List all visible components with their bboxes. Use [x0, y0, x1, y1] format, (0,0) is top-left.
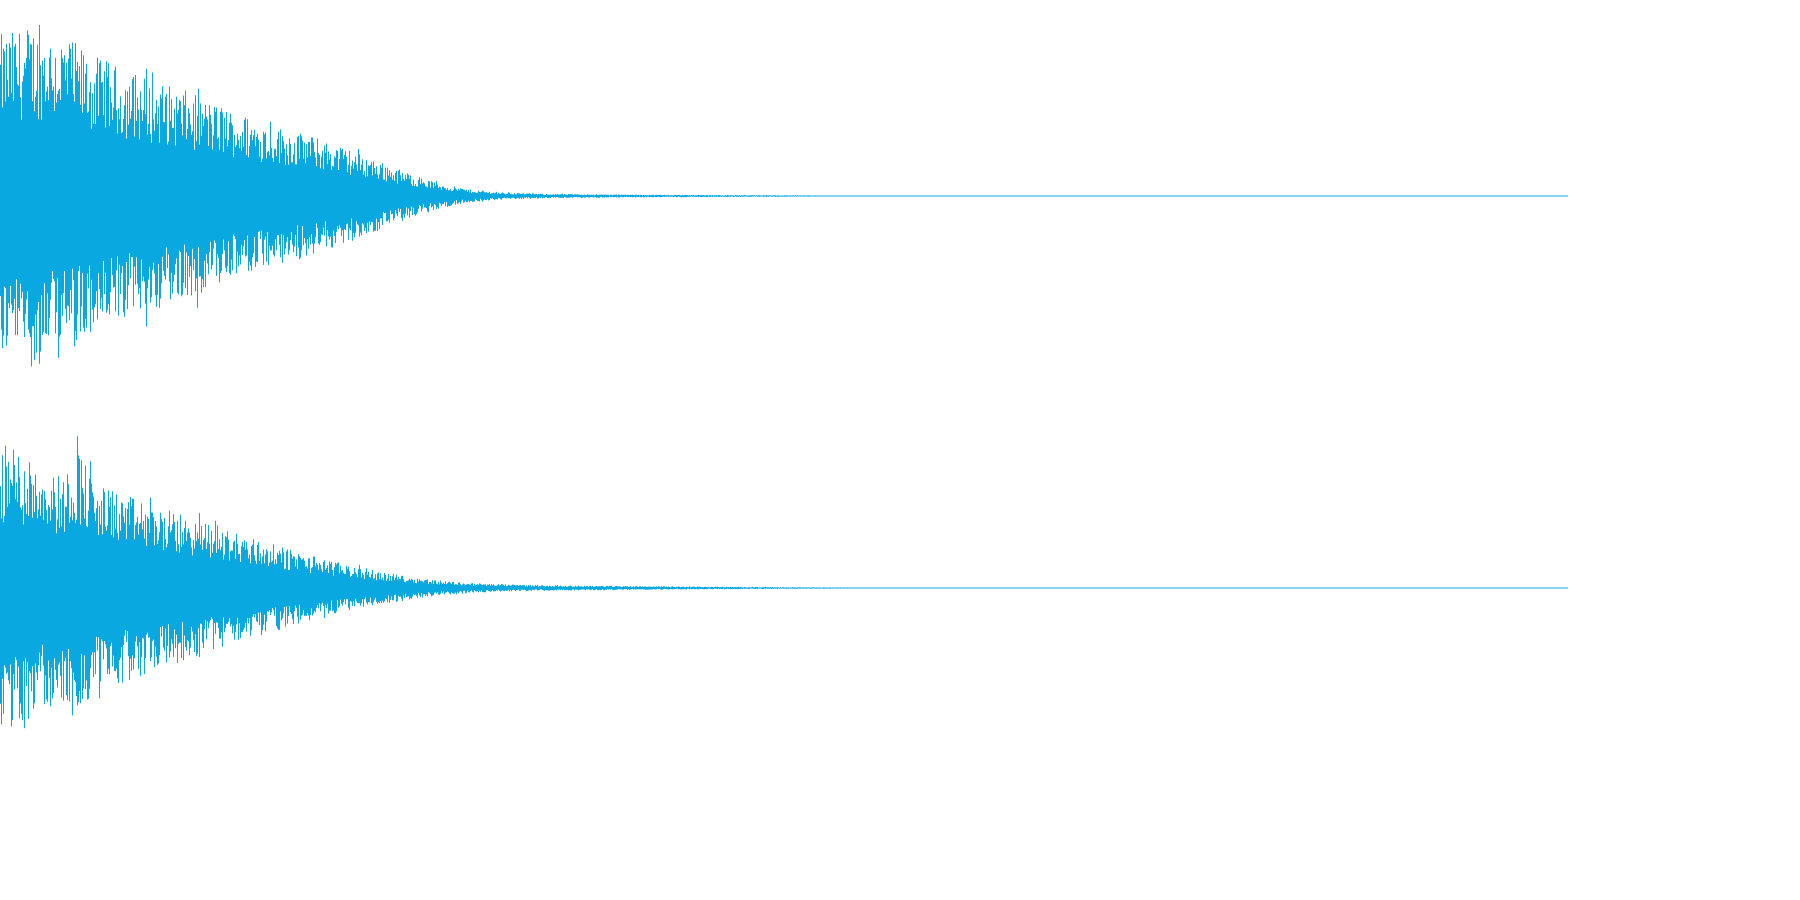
channel-1-signal [0, 25, 1020, 367]
channel-2-signal [0, 436, 1020, 729]
channel-1-waveform [0, 25, 1568, 367]
channel-2-waveform [0, 436, 1568, 729]
